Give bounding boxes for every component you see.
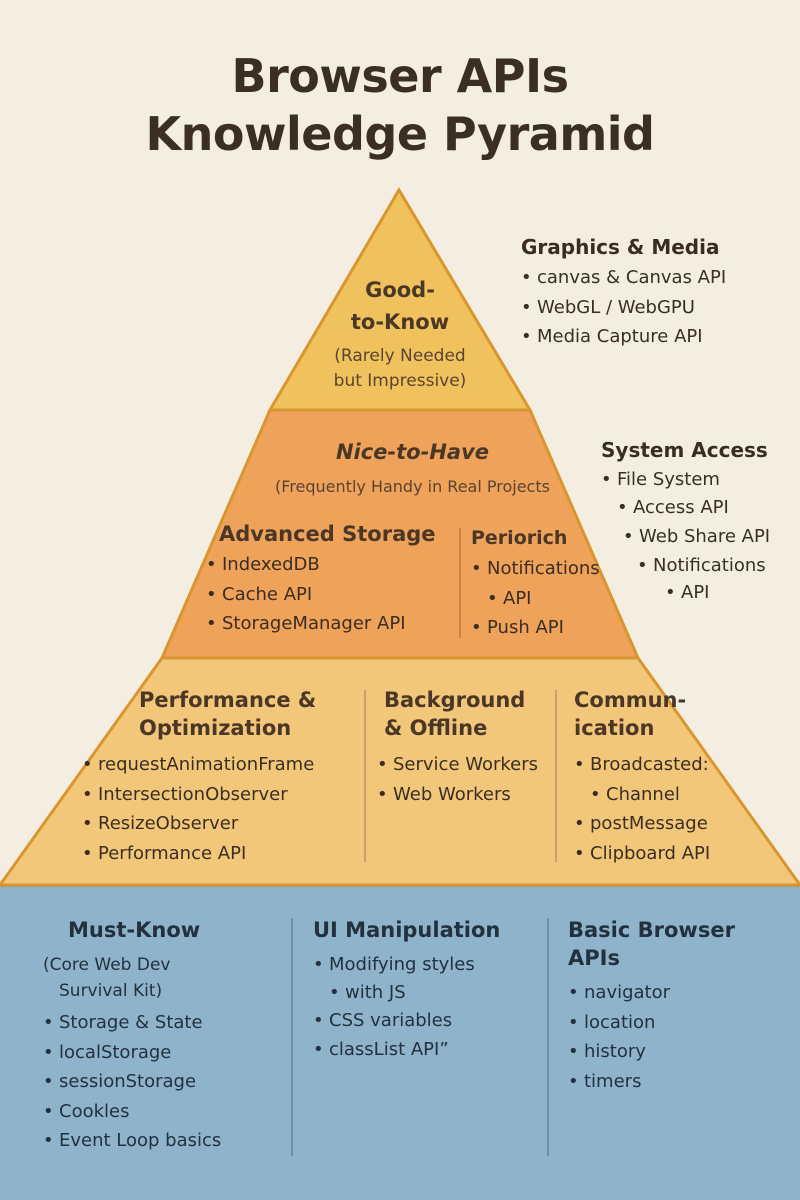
advanced-storage-heading: Advanced Storage: [219, 522, 436, 546]
list-item-text: Channel: [606, 783, 680, 805]
list-item: sessionStorage: [43, 1067, 283, 1097]
background-heading-line2: & Offline: [384, 716, 488, 740]
list-item: CSS variables: [313, 1006, 543, 1036]
base-divider-2: [547, 918, 549, 1156]
graphics-media-group: Graphics & Media canvas & Canvas API Web…: [521, 234, 791, 352]
must-know-heading: Must-Know: [68, 918, 201, 942]
periorich-group: Periorich Notifications API Push API: [471, 524, 621, 643]
system-access-group: System Access File System Access API Web…: [601, 437, 800, 606]
nice-to-have-subtitle: (Frequently Handy in Real Projects: [275, 477, 550, 496]
list-item: Broadcasted:: [574, 750, 754, 780]
basic-browser-list: navigator location history timers: [568, 978, 793, 1096]
list-item-continuation: API: [471, 584, 621, 614]
periorich-heading: Periorich: [471, 527, 568, 549]
communication-heading-line1: Commun-: [574, 688, 687, 712]
list-item: Web Share API: [601, 522, 800, 552]
tier-second-divider: [459, 528, 461, 638]
performance-heading-line1: Performance &: [139, 688, 317, 712]
list-item: Modifying styles: [313, 950, 543, 980]
list-item-text: with JS: [345, 981, 406, 1003]
list-item: WebGL / WebGPU: [521, 293, 791, 323]
ui-manipulation-list: Modifying styles with JS CSS variables c…: [313, 950, 543, 1065]
advanced-storage-group: Advanced Storage IndexedDB Cache API Sto…: [206, 520, 456, 639]
list-item: Cookles: [43, 1097, 283, 1127]
list-item-continuation: with JS: [313, 980, 543, 1006]
list-item: Service Workers: [377, 750, 557, 780]
list-item: timers: [568, 1067, 793, 1097]
list-item: localStorage: [43, 1038, 283, 1068]
graphics-media-heading: Graphics & Media: [521, 235, 720, 259]
ui-manipulation-heading: UI Manipulation: [313, 918, 501, 942]
nice-to-have-tier: Nice-to-Have (Frequently Handy in Real P…: [240, 438, 585, 499]
system-access-heading: System Access: [601, 438, 768, 462]
basic-browser-heading-line1: Basic Browser: [568, 918, 735, 942]
list-item: File System: [601, 466, 800, 494]
performance-list: requestAnimationFrame IntersectionObserv…: [82, 750, 362, 868]
performance-heading-line2: Optimization: [139, 716, 292, 740]
list-item: Push API: [471, 613, 621, 643]
must-know-group: Must-Know (Core Web Dev Survival Kit) St…: [43, 916, 283, 1156]
nice-to-have-heading: Nice-to-Have: [335, 440, 490, 464]
list-item: Clipboard API: [574, 839, 754, 869]
performance-group: Performance & Optimization requestAnimat…: [82, 686, 362, 868]
must-know-list: Storage & State localStorage sessionStor…: [43, 1008, 283, 1156]
list-item-text: Access API: [633, 497, 729, 518]
list-item: IntersectionObserver: [82, 780, 362, 810]
tier-third-divider-1: [364, 690, 366, 862]
list-item: navigator: [568, 978, 793, 1008]
tier-third-divider-2: [555, 690, 557, 862]
list-item-continuation: API: [601, 580, 800, 606]
good-to-know-heading-line2: to-Know: [350, 310, 450, 334]
background-list: Service Workers Web Workers: [377, 750, 557, 809]
good-to-know-tier: Good- to-Know (Rarely Needed but Impress…: [300, 274, 500, 394]
list-item: requestAnimationFrame: [82, 750, 362, 780]
ui-manipulation-group: UI Manipulation Modifying styles with JS…: [313, 916, 543, 1065]
page-title-line2: Knowledge Pyramid: [145, 107, 655, 161]
list-item: IndexedDB: [206, 550, 456, 580]
communication-group: Commun- ication Broadcasted: Channel pos…: [574, 686, 754, 868]
list-item: Event Loop basics: [43, 1126, 283, 1156]
list-item: Storage & State: [43, 1008, 283, 1038]
advanced-storage-list: IndexedDB Cache API StorageManager API: [206, 550, 456, 639]
list-item: classList API”: [313, 1035, 543, 1065]
list-item: StorageManager API: [206, 609, 456, 639]
basic-browser-group: Basic Browser APIs navigator location hi…: [568, 916, 793, 1096]
list-item: postMessage: [574, 809, 754, 839]
list-item-text: API: [681, 582, 710, 603]
good-to-know-subtitle-line2: but Impressive): [333, 371, 467, 391]
system-access-list: File System Access API Web Share API Not…: [601, 466, 800, 606]
list-item: Performance API: [82, 839, 362, 869]
list-item: history: [568, 1037, 793, 1067]
list-item: Web Workers: [377, 780, 557, 810]
list-item-text: API: [503, 587, 532, 609]
periorich-list: Notifications API Push API: [471, 554, 621, 643]
must-know-subtitle-line1: (Core Web Dev: [43, 955, 171, 975]
page-title-line1: Browser APIs: [231, 49, 569, 103]
background-heading-line1: Background: [384, 688, 526, 712]
list-item: ResizeObserver: [82, 809, 362, 839]
must-know-subtitle-line2: Survival Kit): [59, 981, 163, 1001]
list-item: Cache API: [206, 580, 456, 610]
list-item-continuation: Channel: [574, 780, 754, 810]
basic-browser-heading-line2: APIs: [568, 946, 620, 970]
communication-list: Broadcasted: Channel postMessage Clipboa…: [574, 750, 754, 868]
good-to-know-subtitle-line1: (Rarely Needed: [334, 346, 466, 366]
list-item: Notifications: [601, 552, 800, 580]
communication-heading-line2: ication: [574, 716, 655, 740]
graphics-media-list: canvas & Canvas API WebGL / WebGPU Media…: [521, 263, 791, 352]
list-item: location: [568, 1008, 793, 1038]
list-item: canvas & Canvas API: [521, 263, 791, 293]
list-item-continuation: Access API: [601, 494, 800, 522]
list-item: Notifications: [471, 554, 621, 584]
base-divider-1: [291, 918, 293, 1156]
list-item: Media Capture API: [521, 322, 791, 352]
tier-top-band: [267, 187, 533, 412]
good-to-know-heading-line1: Good-: [365, 278, 435, 302]
background-offline-group: Background & Offline Service Workers Web…: [377, 686, 557, 809]
